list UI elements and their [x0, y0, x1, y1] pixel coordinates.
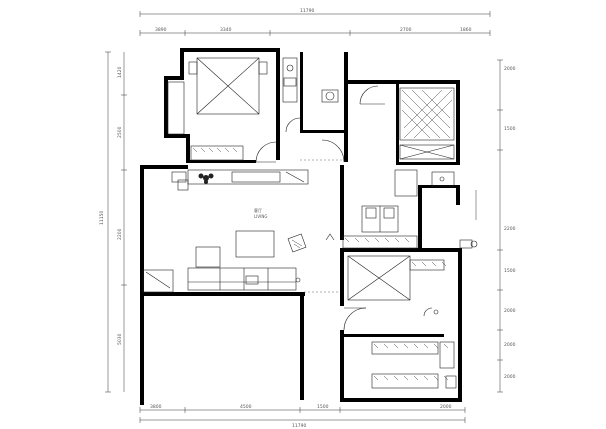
- top-segment-1: 3890: [155, 27, 167, 33]
- bedroom-2: [343, 255, 447, 331]
- living-room-label: 客厅: [254, 207, 262, 213]
- bottom-segment-3: 1500: [317, 404, 329, 410]
- top-segment-2: 3340: [220, 27, 232, 33]
- right-segment-7: 2000: [504, 374, 516, 380]
- left-segment-4: 5030: [117, 333, 123, 345]
- dining-area: [361, 169, 478, 249]
- living-room-sublabel: LIVING: [254, 214, 267, 219]
- bottom-overall-dimension: 11790: [292, 423, 306, 429]
- dimension-lines: 11790 3890 3340 2700 1860 11150 1420 250…: [99, 8, 516, 429]
- left-overall-dimension: 11150: [99, 211, 105, 225]
- bottom-segment-1: 3800: [150, 404, 162, 410]
- bottom-segment-4: 2000: [440, 404, 452, 410]
- left-segment-2: 2500: [117, 126, 123, 138]
- top-segment-4: 1860: [460, 27, 472, 33]
- left-segment-3: 2200: [117, 228, 123, 240]
- plant-icon: [198, 173, 214, 184]
- top-overall-dimension: 11790: [300, 8, 314, 14]
- kitchen: [171, 169, 309, 191]
- walls: [140, 48, 462, 405]
- right-segment-5: 2000: [504, 308, 516, 314]
- living-room: 客厅 LIVING: [142, 207, 418, 293]
- right-segment-2: 1500: [504, 126, 516, 132]
- partition-lines: [300, 159, 344, 293]
- chair-icon: [287, 233, 307, 253]
- storage-room: [359, 85, 455, 160]
- right-segment-1: 2000: [504, 66, 516, 72]
- top-segment-3: 2700: [400, 27, 412, 33]
- right-segment-3: 2200: [504, 226, 516, 232]
- bathroom: [282, 57, 345, 163]
- bedroom-1: [167, 57, 277, 163]
- bottom-segment-2: 4500: [240, 404, 252, 410]
- left-segment-1: 1420: [117, 66, 123, 78]
- right-segment-6: 2000: [504, 342, 516, 348]
- right-segment-4: 1500: [504, 268, 516, 274]
- wardrobes: [371, 341, 457, 389]
